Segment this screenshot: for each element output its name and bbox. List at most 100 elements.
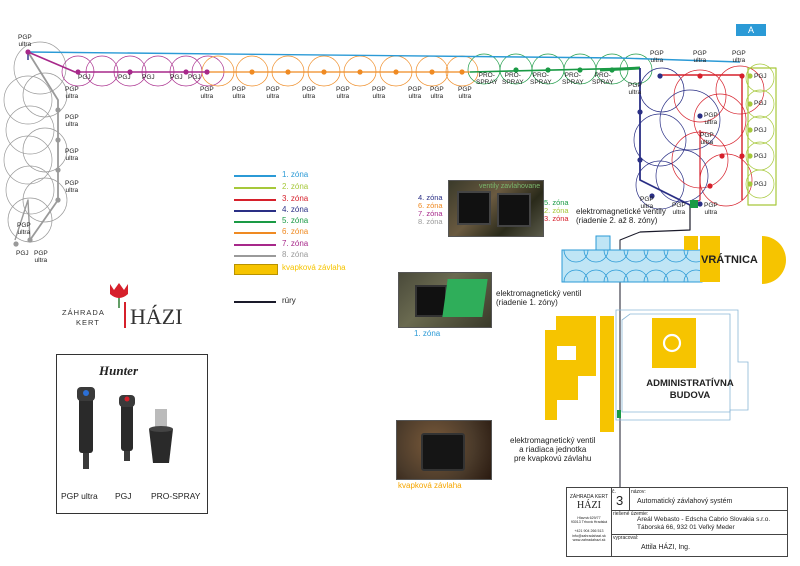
spray-arc xyxy=(745,89,775,119)
sprinkler-head xyxy=(183,69,189,75)
spray-arc xyxy=(583,269,609,283)
legend-swatch xyxy=(234,244,276,246)
spray-arc xyxy=(673,69,727,123)
spray-arc xyxy=(307,71,341,87)
sprinkler-head xyxy=(697,113,703,119)
sprinkler-head xyxy=(459,69,465,75)
sprinkler-type-label: PGJ xyxy=(188,74,201,81)
sprinkler-type-label: PGJ xyxy=(170,74,183,81)
photo-zone1-valve xyxy=(398,272,492,328)
company-logo: ZÁHRADA KERT HÁZI xyxy=(58,282,198,332)
sprinkler-head xyxy=(13,241,19,247)
sprinkler-head xyxy=(127,69,133,75)
sprinkler-head xyxy=(27,237,33,243)
gate-label: VRÁTNICA xyxy=(701,254,758,266)
sprinkler-head xyxy=(747,153,753,159)
spray-arc xyxy=(141,71,175,87)
hunter-product-name: PGJ xyxy=(115,491,132,501)
spray-arc xyxy=(22,127,68,173)
drip-text: elektromagnetický ventil a riadiaca jedn… xyxy=(510,436,596,463)
sprinkler-head xyxy=(357,69,363,75)
spray-arc xyxy=(61,71,95,87)
sprinkler-type-label: PGJ xyxy=(78,74,91,81)
sprinkler-type-label: PRO-SPRAY xyxy=(502,72,524,86)
legend-swatch xyxy=(234,232,276,234)
sprinkler-head xyxy=(321,69,327,75)
spray-arc xyxy=(235,71,269,87)
spray-arc xyxy=(603,249,629,263)
tb-address-line: www.zahradahazi.sk xyxy=(572,538,606,543)
zone1-text: elektromagnetický ventil (riadenie 1. zó… xyxy=(496,289,582,307)
spray-arc xyxy=(623,249,649,263)
spray-arc xyxy=(745,63,775,93)
spray-arc xyxy=(663,249,689,263)
hunter-product-name: PRO-SPRAY xyxy=(151,491,201,501)
photo-valves-caption: ventily zavlahovane xyxy=(479,183,541,190)
spray-arc xyxy=(633,113,687,167)
sprinkler-type-label: PRO-SPRAY xyxy=(530,72,552,86)
legend-label: 4. zóna xyxy=(282,205,309,214)
zone-arcs-top xyxy=(61,53,653,87)
spray-arc xyxy=(141,55,175,73)
tb-author-label: vypracoval: xyxy=(613,535,639,541)
spray-arc xyxy=(169,55,203,73)
sprinkler-type-label: PRO-SPRAY xyxy=(476,72,498,86)
tb-address-line: Hlavná 629/77 xyxy=(577,516,601,520)
zone-list-item: 2. zóna xyxy=(544,206,569,215)
sprinkler-head xyxy=(697,73,703,79)
sprinkler-head xyxy=(204,69,210,75)
spray-arc xyxy=(271,71,305,87)
spray-arc xyxy=(715,65,765,115)
spray-arc xyxy=(643,269,669,283)
spray-arc xyxy=(595,53,629,71)
tb-company-sub: ZÁHRADA KERT xyxy=(569,494,609,500)
tb-drawing-name: Automatický závlahový systém xyxy=(637,498,733,505)
spray-arc xyxy=(595,69,629,85)
sprinkler-head xyxy=(739,153,745,159)
photo-valves: ventily zavlahovane xyxy=(448,180,544,237)
spray-arc xyxy=(5,105,55,155)
logo-brand: HÁZI xyxy=(130,304,183,329)
sprinkler-head xyxy=(707,183,713,189)
spray-arc xyxy=(22,177,68,223)
sprinkler-head xyxy=(747,181,753,187)
spray-arc xyxy=(619,53,653,71)
legend-label: 3. zóna xyxy=(282,194,309,203)
spray-arc xyxy=(343,71,377,87)
sprinkler-head xyxy=(739,73,745,79)
spray-arc xyxy=(745,169,775,199)
spray-arc xyxy=(13,41,67,95)
zone-list-item: 4. zóna xyxy=(418,193,443,202)
tb-sheet-prefix: č. xyxy=(612,489,616,495)
spray-arc xyxy=(745,115,775,145)
spray-arc xyxy=(445,71,479,87)
spray-arc xyxy=(169,71,203,87)
drip-caption: kvapková závlaha xyxy=(398,481,462,490)
spray-arc xyxy=(603,269,629,283)
zone-list-item: 3. zóna xyxy=(544,214,569,223)
spray-arc xyxy=(5,165,55,215)
legend-swatch xyxy=(234,210,276,212)
hunter-product-name: PGP ultra xyxy=(61,491,98,501)
spray-arc xyxy=(113,55,147,73)
tb-sheet-no: 3 xyxy=(616,493,624,508)
spray-arc xyxy=(635,160,685,210)
tb-client-label: riešené územie: xyxy=(613,511,649,517)
legend-label: 1. zóna xyxy=(282,170,309,179)
zone-list-item: 6. zóna xyxy=(418,201,443,210)
hunter-brand: Hunter xyxy=(99,363,139,378)
tulip-icon xyxy=(110,283,128,308)
spray-arc xyxy=(467,69,501,85)
legend-label: 7. zóna xyxy=(282,239,309,248)
